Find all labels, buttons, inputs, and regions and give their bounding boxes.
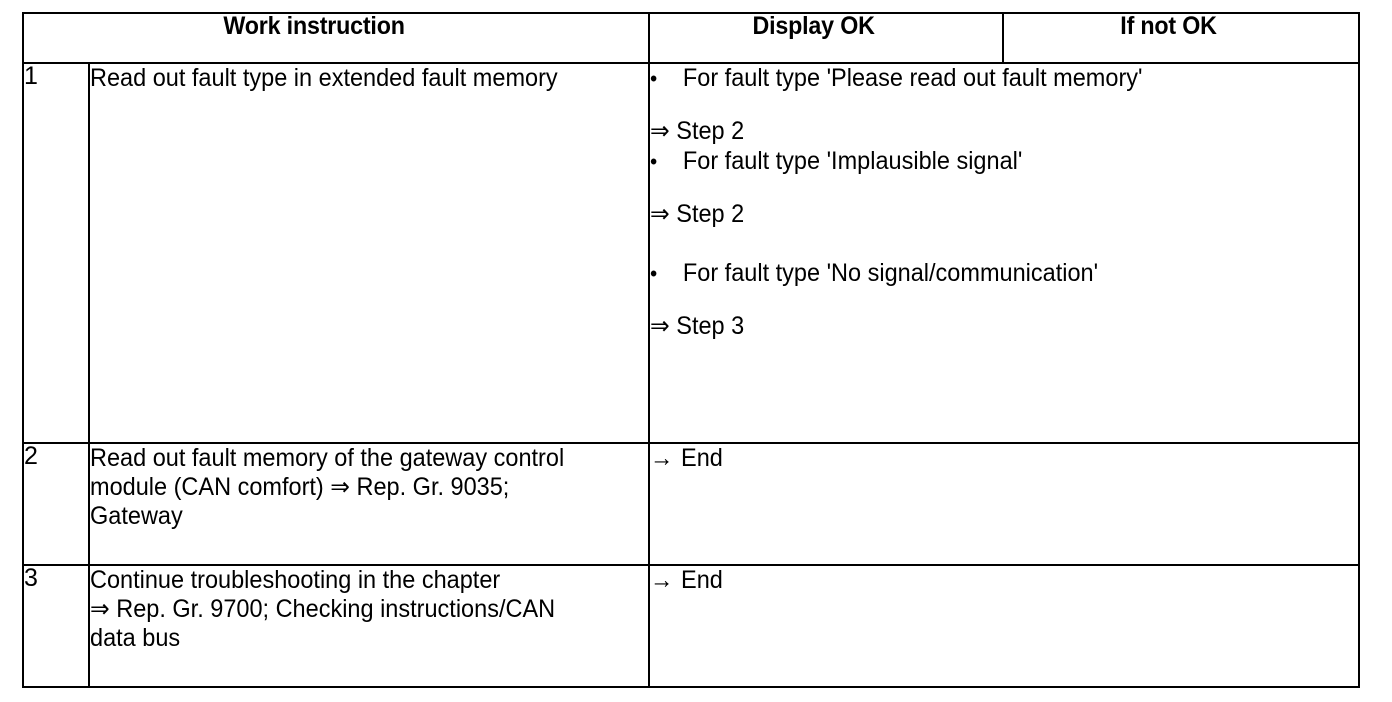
- work-instruction-cell: Continue troubleshooting in the chapter …: [88, 563, 650, 689]
- display-ok-cell: • For fault type 'Please read out fault …: [648, 62, 1360, 444]
- fault-type-condition-line: • For fault type 'No signal/communicatio…: [650, 259, 1355, 288]
- work-instruction-table: Work instruction Display OK If not OK 1 …: [22, 12, 1360, 689]
- bullet-icon: •: [650, 261, 658, 286]
- header-work-instruction: Work instruction: [22, 12, 607, 64]
- work-instruction-cell: Read out fault type in extended fault me…: [88, 62, 650, 444]
- double-arrow-icon: ⇒: [650, 312, 670, 341]
- goto-step-text: Step 3: [676, 312, 745, 341]
- work-instruction-cell: Read out fault memory of the gateway con…: [88, 441, 650, 566]
- header-row: Work instruction Display OK If not OK: [22, 12, 1359, 64]
- table-row: 2 Read out fault memory of the gateway c…: [22, 441, 1360, 566]
- work-instruction-line: Continue troubleshooting in the chapter: [90, 565, 501, 594]
- table-row: 1 Read out fault type in extended fault …: [22, 62, 1360, 444]
- goto-step-text: Step 2: [676, 117, 745, 146]
- table-header: Work instruction Display OK If not OK: [22, 12, 1359, 64]
- single-arrow-icon: →: [650, 565, 674, 594]
- work-instruction-line: data bus: [90, 624, 181, 653]
- work-instruction-line: Gateway: [90, 502, 183, 531]
- table-row: 3 Continue troubleshooting in the chapte…: [22, 563, 1360, 689]
- double-arrow-icon: ⇒: [650, 117, 670, 146]
- work-instruction-line: Read out fault memory of the gateway con…: [90, 443, 565, 472]
- step-number: 2: [22, 441, 90, 566]
- header-display-ok: Display OK: [648, 12, 980, 64]
- fault-type-condition-text: For fault type 'Please read out fault me…: [682, 64, 1143, 92]
- single-arrow-icon: →: [650, 443, 674, 472]
- header-if-not-ok: If not OK: [1002, 12, 1336, 64]
- goto-step-line: ⇒Step 2: [650, 200, 1355, 229]
- fault-type-condition-line: • For fault type 'Implausible signal': [650, 147, 1355, 176]
- fault-type-condition-text: For fault type 'Implausible signal': [682, 146, 1023, 175]
- bullet-icon: •: [650, 148, 658, 174]
- end-line: →End: [650, 444, 723, 472]
- fault-type-group: • For fault type 'Implausible signal' ⇒S…: [650, 147, 1355, 230]
- end-line: →End: [650, 566, 723, 594]
- end-text: End: [681, 443, 723, 472]
- fault-type-condition-line: • For fault type 'Please read out fault …: [650, 64, 1355, 93]
- double-arrow-icon: ⇒: [650, 199, 670, 228]
- fault-type-group: • For fault type 'No signal/communicatio…: [650, 259, 1355, 342]
- end-text: End: [681, 565, 723, 594]
- step-number: 3: [22, 563, 90, 689]
- bullet-icon: •: [650, 66, 658, 91]
- goto-step-line: ⇒Step 2: [650, 117, 1355, 146]
- goto-step-text: Step 2: [676, 199, 745, 228]
- work-instruction-line: module (CAN comfort) ⇒ Rep. Gr. 9035;: [90, 473, 510, 502]
- work-instruction-text: Read out fault type in extended fault me…: [90, 64, 558, 92]
- step-number: 1: [22, 62, 90, 444]
- work-instruction-line: ⇒ Rep. Gr. 9700; Checking instructions/C…: [90, 595, 556, 624]
- goto-step-line: ⇒Step 3: [650, 312, 1355, 341]
- fault-type-group: • For fault type 'Please read out fault …: [650, 64, 1355, 147]
- display-ok-cell: →End: [648, 563, 1360, 689]
- fault-type-condition-text: For fault type 'No signal/communication': [682, 259, 1099, 287]
- display-ok-cell: →End: [648, 441, 1360, 566]
- table-body: 1 Read out fault type in extended fault …: [22, 62, 1360, 689]
